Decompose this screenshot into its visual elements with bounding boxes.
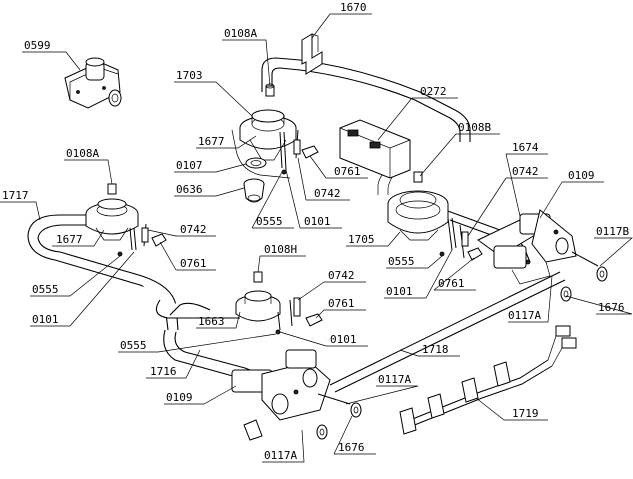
label-1663: 1663 [198, 315, 225, 328]
gas-regulator-0599 [64, 57, 122, 109]
electrode-set-right [439, 217, 483, 261]
label-0599: 0599 [24, 39, 51, 52]
label-0742-b: 0742 [512, 165, 539, 178]
part-number-labels: 0599 0108A 1670 1703 0272 0108B 1677 010… [2, 1, 629, 462]
label-0272: 0272 [420, 85, 447, 98]
label-0555-c: 0555 [32, 283, 59, 296]
valve-block-0272 [339, 119, 411, 179]
label-0108A-left: 0108A [66, 147, 99, 160]
label-0108B: 0108B [458, 121, 491, 134]
label-0761-a: 0761 [334, 165, 361, 178]
label-0108A-top: 0108A [224, 27, 257, 40]
washer-0107 [245, 157, 267, 169]
knob-ring-1676-bottom [316, 402, 362, 440]
label-0555-d: 0555 [120, 339, 147, 352]
label-0101-a: 0101 [304, 215, 331, 228]
gas-pipe-manifold [27, 57, 566, 393]
label-1716: 1716 [150, 365, 177, 378]
electrode-set-top [279, 129, 319, 175]
label-0742-a: 0742 [314, 187, 341, 200]
bracket-1670 [301, 33, 323, 75]
ignition-harness-1719 [399, 325, 577, 435]
label-0761-d: 0761 [328, 297, 355, 310]
label-0761-c: 0761 [438, 277, 465, 290]
electrode-set-middle [275, 297, 323, 335]
label-0636: 0636 [176, 183, 203, 196]
label-1703: 1703 [176, 69, 203, 82]
valve-assembly-right [477, 209, 599, 285]
nozzle-0636 [243, 178, 265, 203]
label-1677-top: 1677 [198, 135, 225, 148]
label-0109-right: 0109 [568, 169, 595, 182]
burner-1677-left [85, 183, 139, 241]
leader-lines [0, 13, 633, 463]
label-0101-d: 0101 [330, 333, 357, 346]
label-1670: 1670 [340, 1, 367, 14]
label-1719: 1719 [512, 407, 539, 420]
label-0555-b: 0555 [388, 255, 415, 268]
label-1705: 1705 [348, 233, 375, 246]
burner-1703 [239, 83, 297, 161]
knob-ring-1676-right [560, 266, 608, 302]
label-0117A-right: 0117A [508, 309, 541, 322]
electrode-set-left [117, 223, 167, 257]
label-0555-a: 0555 [256, 215, 283, 228]
label-1674: 1674 [512, 141, 539, 154]
label-1676-bottom: 1676 [338, 441, 365, 454]
label-0107: 0107 [176, 159, 203, 172]
label-0117A-mid: 0117A [378, 373, 411, 386]
label-0742-d: 0742 [328, 269, 355, 282]
label-1717: 1717 [2, 189, 29, 202]
label-1718: 1718 [422, 343, 449, 356]
label-0761-b: 0761 [180, 257, 207, 270]
label-0742-c: 0742 [180, 223, 207, 236]
label-0108H: 0108H [264, 243, 297, 256]
label-1677-left: 1677 [56, 233, 83, 246]
label-0117A-bottom: 0117A [264, 449, 297, 462]
burner-1705 [387, 171, 449, 241]
label-1676-right: 1676 [598, 301, 625, 314]
burner-1663 [235, 271, 281, 322]
label-0109-left: 0109 [166, 391, 193, 404]
valve-assembly-left [231, 349, 351, 441]
label-0101-b: 0101 [386, 285, 413, 298]
label-0101-c: 0101 [32, 313, 59, 326]
label-0117B: 0117B [596, 225, 629, 238]
